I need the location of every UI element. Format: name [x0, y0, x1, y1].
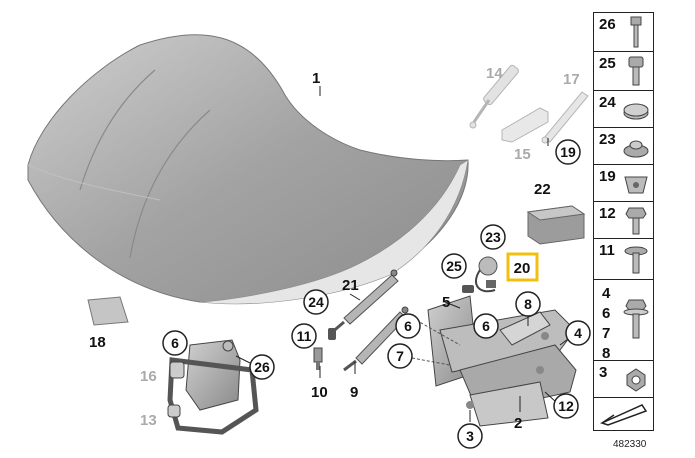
callout-22: 22: [534, 181, 551, 198]
callout-6b: 6: [482, 318, 490, 334]
callout-3: 3: [466, 428, 474, 444]
bracket-15: [501, 107, 549, 143]
callout-6a-badge: 6: [395, 313, 421, 339]
cap-icon: [623, 103, 649, 120]
callout-26: 26: [254, 359, 270, 375]
callout-19-badge: 19: [555, 139, 581, 165]
callout-4: 4: [574, 325, 582, 341]
legend-cell-23: 23: [593, 127, 654, 164]
legend-label-12: 12: [599, 205, 616, 222]
callout-11: 11: [297, 328, 312, 344]
strut-17: [541, 91, 589, 144]
bumper-24: [328, 328, 336, 340]
callout-23: 23: [485, 229, 501, 245]
callout-10: 10: [311, 384, 328, 401]
callout-11-badge: 11: [291, 323, 317, 349]
ball-stud-10: [313, 347, 323, 370]
callout-24: 24: [308, 294, 324, 310]
legend-label-6: 6: [602, 305, 611, 322]
legend-label-23: 23: [599, 131, 616, 148]
callout-25: 25: [446, 258, 462, 274]
legend-cell-26: 26: [593, 12, 654, 51]
legend-label-11: 11: [599, 242, 615, 259]
label-plate-18: [87, 296, 129, 326]
callout-12: 12: [558, 398, 574, 414]
callout-20: 20: [514, 260, 531, 277]
legend-cell-4-6-7-8: 4 6 7 8: [593, 279, 654, 362]
callout-4-badge: 4: [565, 320, 591, 346]
callout-16: 16: [140, 368, 157, 385]
callout-7-badge: 7: [387, 343, 413, 369]
callout-8-badge: 8: [515, 291, 541, 317]
callout-20-highlight: 20: [506, 252, 539, 282]
bolt-icon: [630, 16, 642, 48]
legend-label-19: 19: [599, 168, 616, 185]
connector-25: [462, 285, 474, 293]
hood-hinge-assembly: [411, 295, 577, 427]
leader-lines: [235, 86, 573, 422]
callout-1: 1: [312, 70, 320, 87]
legend-cell-24: 24: [593, 90, 654, 127]
callout-6b-badge: 6: [473, 313, 499, 339]
callout-18: 18: [89, 334, 106, 351]
callout-23-badge: 23: [480, 224, 506, 250]
switch-assembly-23: [475, 256, 498, 293]
legend-cell-3: 3: [593, 360, 654, 397]
legend-label-26: 26: [599, 16, 616, 33]
legend-cell-11: 11: [593, 238, 654, 279]
legend-label-8: 8: [602, 345, 611, 362]
callout-14: 14: [486, 65, 503, 82]
legend-label-3: 3: [599, 364, 608, 381]
clip-nut-icon: [624, 176, 648, 194]
callout-6c: 6: [171, 335, 179, 351]
washer-bolt-icon: [623, 299, 649, 339]
callout-24-badge: 24: [303, 289, 329, 315]
gas-strut-14: [469, 64, 519, 129]
callout-3-badge: 3: [457, 423, 483, 449]
document-number: 482330: [613, 439, 647, 450]
callout-8: 8: [524, 296, 532, 312]
flange-screw-icon: [624, 246, 648, 274]
socket-screw-icon: [628, 56, 644, 86]
legend-label-7: 7: [602, 325, 611, 342]
callout-2: 2: [514, 415, 522, 432]
callout-15: 15: [514, 146, 531, 163]
callout-21: 21: [342, 277, 359, 294]
callout-5: 5: [442, 294, 450, 311]
legend-label-stack: 4 6 7 8: [602, 284, 610, 364]
bumper-stop-icon: [623, 140, 649, 158]
hood-panel: [27, 34, 469, 305]
callout-9: 9: [350, 384, 358, 401]
callout-12-badge: 12: [553, 393, 579, 419]
fastener-legend-panel: 26 25 24 23 19 12: [593, 12, 654, 431]
hex-bolt-icon: [625, 207, 647, 235]
callout-13: 13: [140, 412, 157, 429]
legend-label-24: 24: [599, 94, 616, 111]
legend-cell-wedge: [593, 397, 654, 431]
legend-cell-25: 25: [593, 51, 654, 90]
callout-6a: 6: [404, 318, 412, 334]
callout-17: 17: [563, 71, 580, 88]
callout-25-badge: 25: [441, 253, 467, 279]
wedge-arrow-icon: [599, 404, 648, 426]
callout-26-badge: 26: [249, 354, 275, 380]
legend-label-4: 4: [602, 285, 611, 302]
callout-19: 19: [560, 144, 576, 160]
hex-nut-icon: [626, 368, 646, 392]
callout-7: 7: [396, 348, 404, 364]
callout-6c-badge: 6: [162, 330, 188, 356]
insulation-pad-22: [526, 205, 586, 245]
legend-label-25: 25: [599, 55, 616, 72]
legend-cell-19: 19: [593, 164, 654, 201]
legend-cell-12: 12: [593, 201, 654, 238]
